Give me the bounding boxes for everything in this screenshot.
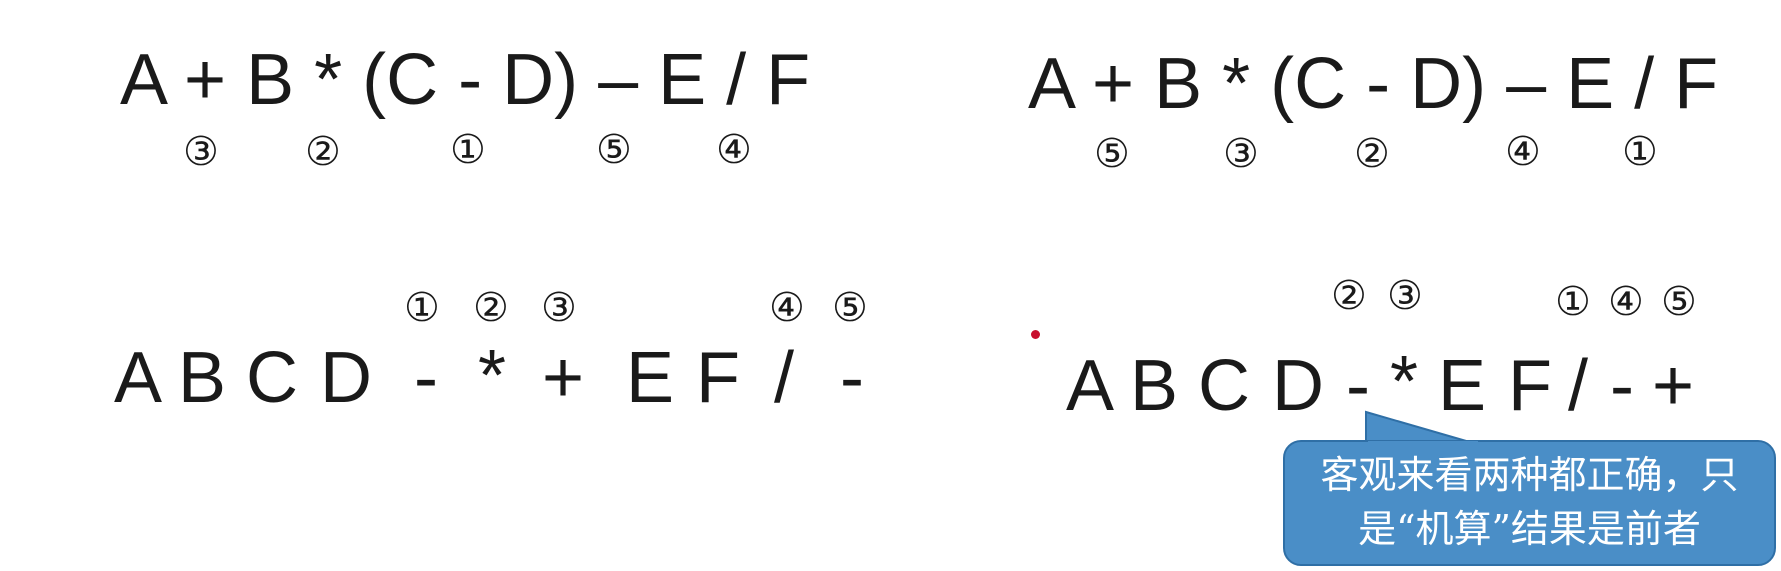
callout-text-line: 是“机算”结果是前者 (1358, 507, 1701, 551)
postfix-token: - (840, 338, 864, 418)
order-mark: ① (1555, 279, 1591, 325)
postfix-token: D (320, 338, 372, 418)
order-mark: ③ (1223, 131, 1259, 177)
postfix-token: + (542, 338, 585, 418)
order-mark: ① (1622, 129, 1658, 175)
order-mark: ⑤ (1094, 131, 1130, 177)
order-mark: ① (450, 127, 486, 173)
order-mark: ③ (541, 285, 577, 331)
order-mark: ② (305, 129, 341, 175)
postfix-token: F (696, 338, 740, 418)
postfix-token: A (114, 338, 163, 418)
order-mark: ② (1331, 273, 1367, 319)
postfix-token: * (478, 336, 507, 416)
postfix-token: / (774, 338, 795, 418)
order-mark: ④ (1608, 279, 1644, 325)
postfix-token: E (626, 338, 675, 418)
order-mark: ⑤ (596, 127, 632, 173)
order-mark: ④ (769, 285, 805, 331)
postfix-token: D (1272, 346, 1324, 426)
order-mark: ④ (716, 127, 752, 173)
order-mark: ② (1354, 131, 1390, 177)
order-mark: ② (473, 285, 509, 331)
order-mark: ④ (1505, 129, 1541, 175)
laser-pointer-dot (1031, 330, 1040, 339)
postfix-token: A (1066, 346, 1115, 426)
postfix-token: / (1568, 346, 1589, 426)
postfix-token: B (1130, 346, 1179, 426)
order-mark: ③ (1387, 273, 1423, 319)
callout-text-line: 客观来看两种都正确，只 (1320, 453, 1739, 497)
callout-bubble: 客观来看两种都正确，只 是“机算”结果是前者 (1283, 440, 1776, 566)
order-mark: ⑤ (1661, 279, 1697, 325)
postfix-token: - (414, 338, 438, 418)
postfix-token: - (1346, 346, 1370, 426)
order-mark: ⑤ (832, 285, 868, 331)
postfix-token: * (1390, 342, 1419, 422)
postfix-token: C (1198, 346, 1250, 426)
postfix-token: + (1652, 346, 1695, 426)
order-mark: ① (404, 285, 440, 331)
infix-expression-left: A + B * (C - D) – E / F (120, 40, 811, 120)
postfix-token: - (1610, 346, 1634, 426)
order-mark: ③ (183, 129, 219, 175)
postfix-token: E (1438, 346, 1487, 426)
postfix-token: C (246, 338, 298, 418)
infix-expression-right: A + B * (C - D) – E / F (1028, 44, 1719, 124)
postfix-token: F (1508, 346, 1552, 426)
postfix-token: B (178, 338, 227, 418)
